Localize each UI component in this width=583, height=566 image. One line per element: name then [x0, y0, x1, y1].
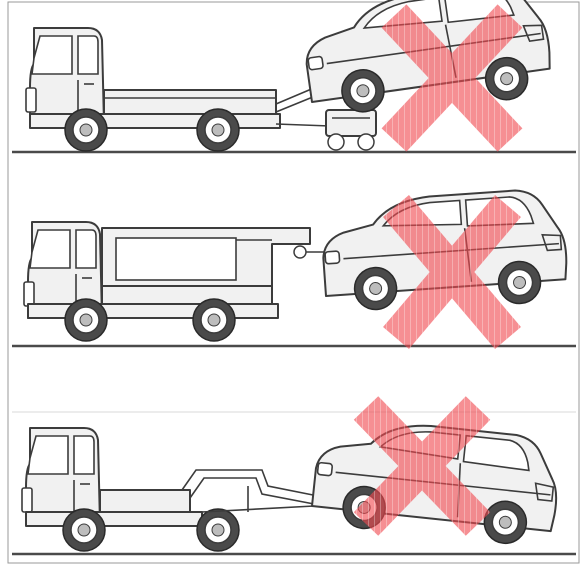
tow-truck-icon — [26, 28, 280, 151]
tow-dolly-icon — [326, 110, 376, 150]
panel-3-wheel-lift-frame — [12, 408, 576, 554]
wheel-lift-frame — [182, 470, 318, 512]
panel-2-boom-sling — [12, 187, 576, 346]
tow-truck-icon — [22, 428, 239, 551]
tow-truck-icon — [24, 222, 310, 341]
panel-1-wheel-lift-dolly — [12, 0, 576, 152]
